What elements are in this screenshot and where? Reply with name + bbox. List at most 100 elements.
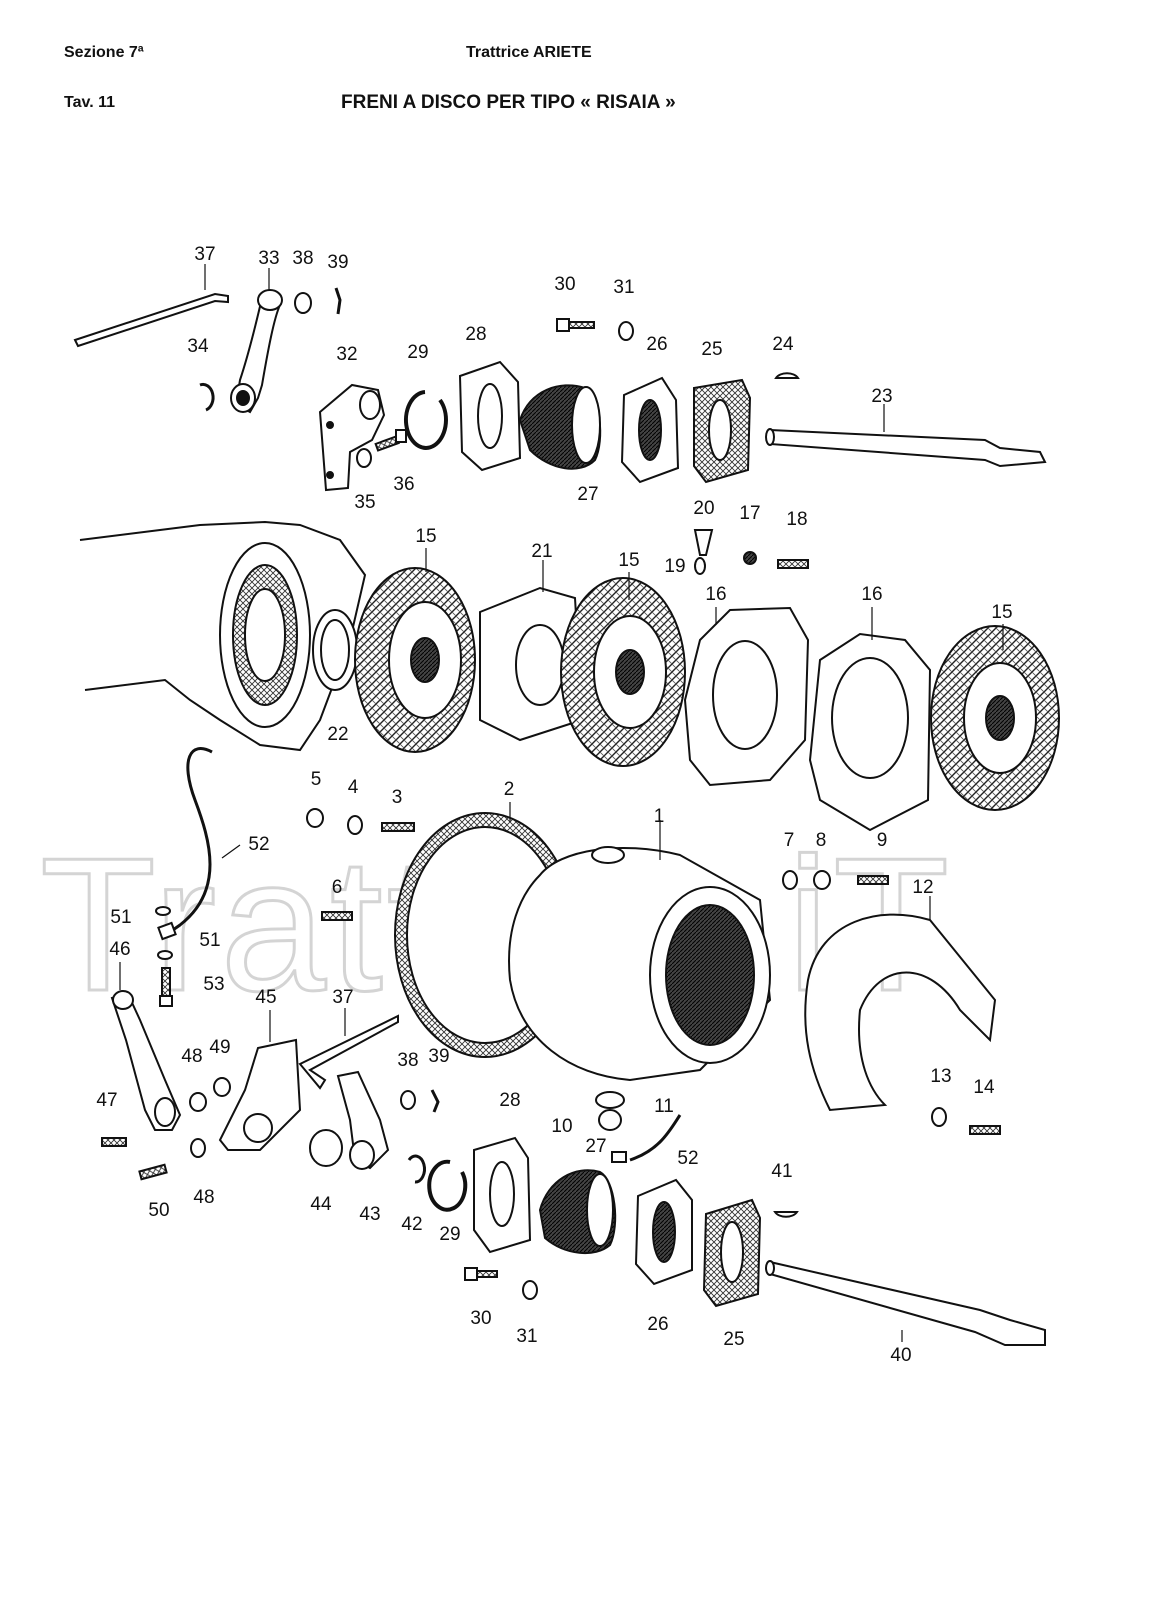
part-22-seal bbox=[312, 609, 358, 691]
callout-47: 47 bbox=[96, 1090, 117, 1111]
callout-30-b: 30 bbox=[470, 1308, 491, 1329]
callout-27-b: 27 bbox=[585, 1136, 606, 1157]
callout-7: 7 bbox=[784, 830, 795, 851]
callout-29-b: 29 bbox=[439, 1224, 460, 1245]
part-26-plate-lower bbox=[634, 1178, 693, 1286]
part-15-disc-b bbox=[560, 577, 686, 767]
callout-38: 38 bbox=[292, 248, 313, 269]
callout-39: 39 bbox=[327, 252, 348, 273]
callout-31-b: 31 bbox=[516, 1326, 537, 1347]
callout-46: 46 bbox=[109, 939, 130, 960]
callout-38-b: 38 bbox=[397, 1050, 418, 1071]
page-title: FRENI A DISCO PER TIPO « RISAIA » bbox=[341, 92, 676, 113]
part-36-bolt bbox=[374, 429, 407, 452]
callout-52: 52 bbox=[248, 834, 269, 855]
callout-40: 40 bbox=[890, 1345, 911, 1366]
part-46-lever bbox=[110, 990, 182, 1131]
part-21-pressure-plate bbox=[479, 586, 584, 742]
part-9-bolt bbox=[857, 875, 889, 885]
part-13-washer bbox=[931, 1107, 947, 1127]
callout-33: 33 bbox=[258, 248, 279, 269]
table-label: Tav. 11 bbox=[64, 94, 115, 111]
part-15-disc-a bbox=[354, 567, 476, 753]
part-33-lever bbox=[230, 289, 283, 414]
callout-35: 35 bbox=[354, 492, 375, 513]
callout-25-b: 25 bbox=[723, 1329, 744, 1350]
part-50-bolt bbox=[138, 1163, 168, 1181]
callout-12: 12 bbox=[912, 877, 933, 898]
callout-21: 21 bbox=[531, 541, 552, 562]
callout-15-c: 15 bbox=[991, 602, 1012, 623]
callout-36: 36 bbox=[393, 474, 414, 495]
callout-2: 2 bbox=[504, 779, 515, 800]
part-14-bolt bbox=[969, 1125, 1001, 1135]
part-11-washer bbox=[595, 1091, 625, 1109]
callout-39-b: 39 bbox=[428, 1046, 449, 1067]
callout-labels: 37 33 38 39 30 31 34 3 2 29 28 26 25 24 2… bbox=[96, 244, 1012, 1366]
callout-44: 44 bbox=[310, 1194, 332, 1215]
callout-53: 53 bbox=[203, 974, 224, 995]
part-38-washer bbox=[294, 292, 312, 314]
callout-14: 14 bbox=[973, 1077, 995, 1098]
callout-27: 27 bbox=[577, 484, 598, 505]
part-19-nipple bbox=[694, 557, 706, 575]
part-20-fitting bbox=[693, 529, 714, 556]
callout-5: 5 bbox=[311, 769, 322, 790]
part-25-gasket-lower bbox=[702, 1198, 762, 1308]
part-48-washer-a bbox=[189, 1092, 207, 1112]
callout-24: 24 bbox=[772, 334, 794, 355]
part-15-disc-c bbox=[930, 625, 1060, 811]
callout-15-b: 15 bbox=[618, 550, 639, 571]
callout-51: 51 bbox=[110, 907, 131, 928]
callout-48: 48 bbox=[181, 1046, 202, 1067]
part-47-bolt bbox=[101, 1137, 127, 1147]
callout-22: 22 bbox=[327, 724, 348, 745]
part-44-bushing bbox=[309, 1129, 343, 1167]
part-49-nut bbox=[213, 1077, 231, 1097]
part-52-pipe-lower bbox=[629, 1114, 682, 1162]
part-42-circlip bbox=[407, 1154, 426, 1184]
parts-group bbox=[73, 287, 1060, 1346]
callout-28: 28 bbox=[465, 324, 486, 345]
part-10-nut bbox=[598, 1109, 622, 1131]
part-39-pin bbox=[334, 287, 342, 315]
callout-30: 30 bbox=[554, 274, 575, 295]
part-39-pin-lower bbox=[430, 1089, 440, 1113]
part-23-shaft bbox=[765, 428, 1047, 468]
leader-lines bbox=[119, 264, 1004, 1342]
part-27-boot-lower bbox=[538, 1169, 617, 1255]
part-28-plate-lower bbox=[473, 1136, 532, 1254]
callout-25: 25 bbox=[701, 339, 722, 360]
part-52-fitting-lower bbox=[611, 1151, 627, 1163]
part-6-stud bbox=[321, 911, 353, 921]
part-1-brake-drum bbox=[508, 846, 772, 1082]
callout-45: 45 bbox=[255, 987, 276, 1008]
part-34-circlip bbox=[199, 382, 215, 412]
part-26-plate bbox=[620, 376, 680, 484]
part-18-spring bbox=[777, 559, 809, 569]
part-17-nut bbox=[743, 551, 757, 565]
part-51-washer-a bbox=[155, 906, 171, 916]
callout-28-b: 28 bbox=[499, 1090, 520, 1111]
callout-49: 49 bbox=[209, 1037, 230, 1058]
part-29-clamp-lower bbox=[427, 1159, 468, 1212]
axle-housing bbox=[79, 520, 367, 752]
callout-29: 29 bbox=[407, 342, 428, 363]
part-40-shaft bbox=[765, 1260, 1046, 1346]
callout-37-b: 37 bbox=[332, 987, 353, 1008]
callout-42: 42 bbox=[401, 1214, 422, 1235]
part-48-washer-b bbox=[190, 1138, 206, 1158]
part-30-bolt bbox=[556, 318, 595, 332]
callout-51-b: 51 bbox=[199, 930, 220, 951]
callout-3: 3 bbox=[392, 787, 403, 808]
callout-26: 26 bbox=[646, 334, 667, 355]
callout-11: 11 bbox=[654, 1096, 674, 1117]
section-label: Sezione 7ª bbox=[64, 44, 144, 61]
part-53-bolt bbox=[159, 967, 173, 1007]
part-16-plate-a bbox=[683, 606, 810, 787]
callout-34: 34 bbox=[187, 336, 209, 357]
part-3-stud bbox=[381, 822, 415, 832]
callout-31: 31 bbox=[613, 277, 634, 298]
part-43-lever bbox=[336, 1070, 390, 1170]
